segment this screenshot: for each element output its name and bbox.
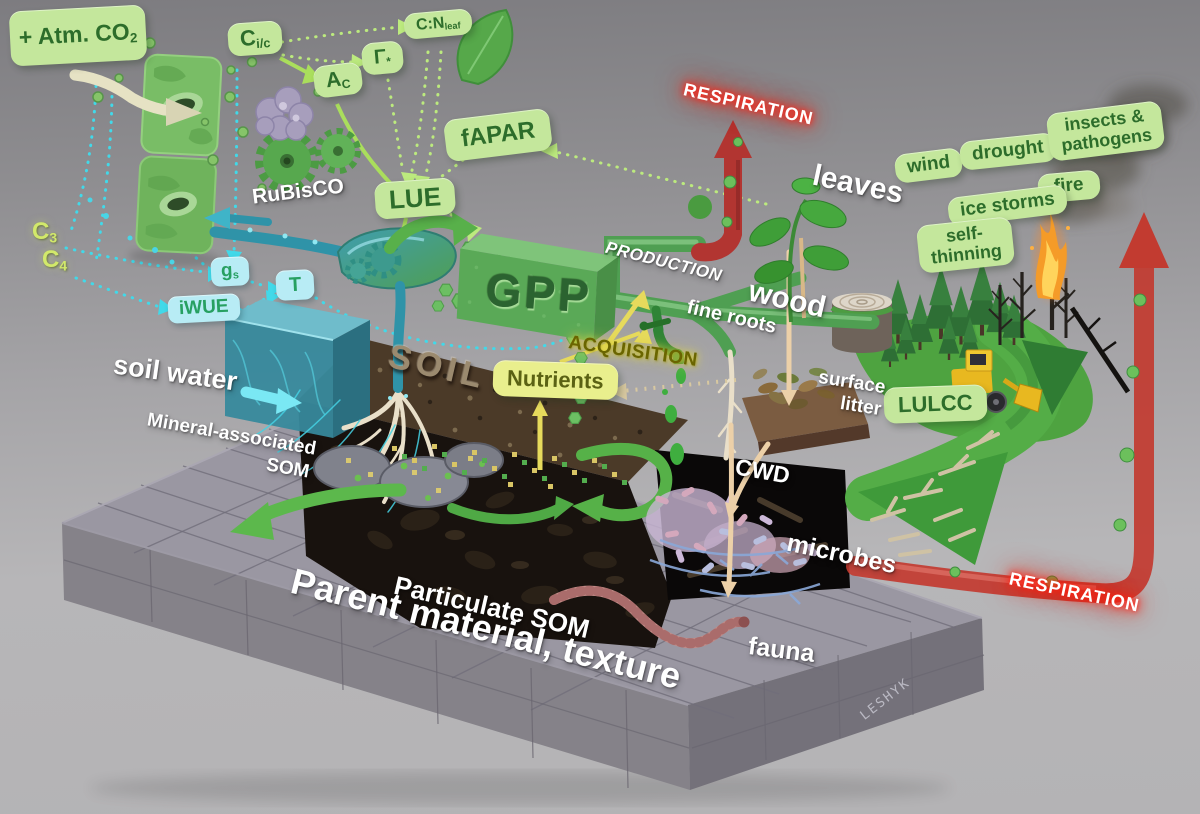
node-gs: gs xyxy=(210,256,250,287)
soil-water-cube xyxy=(224,299,370,438)
mineral-rocks xyxy=(313,442,504,508)
node-c-ic: Ci/c xyxy=(226,20,284,57)
gears-icon xyxy=(255,128,361,193)
node-nutrients: Nutrients xyxy=(492,359,619,401)
slide-branches xyxy=(870,430,1000,557)
microbes-icon xyxy=(646,485,821,605)
chip-self-thinning: self-thinning xyxy=(915,216,1016,274)
node-t: T xyxy=(275,269,315,301)
soil-recycle-arrows xyxy=(230,442,673,540)
water-droplets xyxy=(87,197,175,265)
gpp-block-icon xyxy=(456,233,619,342)
respiration-arrow-canopy xyxy=(688,120,752,262)
node-lulcc: LULCC xyxy=(883,384,988,424)
water-stream xyxy=(393,281,406,393)
leaf-icon xyxy=(456,8,514,86)
rubisco-enzyme-icon xyxy=(255,86,314,141)
subscript: * xyxy=(385,55,392,69)
earthworm-icon xyxy=(549,585,750,649)
node-lue: LUE xyxy=(373,177,457,220)
funnel-to-gpp-arrow xyxy=(384,212,478,254)
respiration-arrow-soil xyxy=(846,212,1169,604)
ground-shadow xyxy=(90,772,950,804)
litter-arrowheads xyxy=(721,390,797,598)
dead-trees-icon xyxy=(987,270,1131,394)
subscript: i/c xyxy=(255,35,271,51)
water-duct-icon xyxy=(204,207,348,258)
subscript: 4 xyxy=(59,257,68,274)
burning-tree-icon xyxy=(1030,204,1070,330)
nutrient-specks xyxy=(392,444,627,489)
label-c4: C4 xyxy=(42,246,68,274)
label-c3: C3 xyxy=(32,218,58,246)
co2-intake-pipe xyxy=(69,69,202,126)
sapling-icon xyxy=(749,177,849,323)
nutrient-drops xyxy=(662,368,686,465)
node-iwue: iWUE xyxy=(167,293,241,324)
subscript: s xyxy=(232,269,240,282)
leaf-funnel-icon xyxy=(336,227,457,290)
node-atm-co2: + Atm. CO2 xyxy=(8,4,148,67)
soil-water-arrow xyxy=(240,386,302,414)
fine-root-icon xyxy=(717,349,743,461)
subscript: C xyxy=(340,76,352,92)
subscript: 2 xyxy=(129,30,138,46)
node-gamma-star: Γ* xyxy=(360,40,404,76)
faucet-icon xyxy=(639,305,684,364)
label-gpp: GPP xyxy=(484,263,594,323)
subscript: leaf xyxy=(444,20,462,32)
subscript: 3 xyxy=(49,229,58,246)
nutrient-arrows xyxy=(532,290,737,470)
